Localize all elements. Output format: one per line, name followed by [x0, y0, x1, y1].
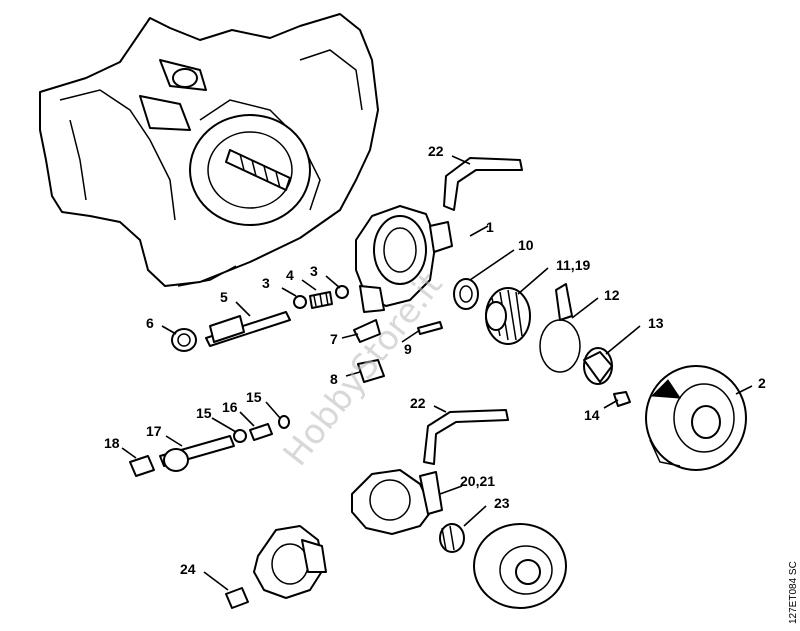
plug-part-24	[225, 587, 249, 609]
plunger-part-5	[205, 311, 291, 347]
washer-part-3b	[335, 285, 349, 299]
callout-8: 8	[330, 371, 338, 387]
pin-part-9	[417, 321, 443, 335]
callout-15-left: 15	[196, 405, 212, 421]
pump-plunger-part-17	[159, 435, 235, 472]
oil-pump-housing	[355, 205, 453, 313]
callout-17: 17	[146, 423, 162, 439]
callout-4: 4	[286, 267, 294, 283]
spring-part-16	[249, 423, 273, 441]
callout-15-right: 15	[246, 389, 262, 405]
callout-12: 12	[604, 287, 620, 303]
washer-part-10	[453, 278, 479, 310]
callout-14: 14	[584, 407, 600, 423]
washer-part-15a	[233, 429, 247, 443]
oil-pump-part-20-21	[351, 469, 443, 535]
callout-6: 6	[146, 315, 154, 331]
callout-24: 24	[180, 561, 196, 577]
callout-22-lower: 22	[410, 395, 426, 411]
callout-18: 18	[104, 435, 120, 451]
worm-gear-part-11-19	[485, 287, 531, 345]
plug-part-6	[171, 328, 197, 352]
callout-5: 5	[220, 289, 228, 305]
crankcase-housing	[39, 13, 379, 287]
oil-hose-lower	[423, 409, 509, 465]
callout-23: 23	[494, 495, 510, 511]
callout-7: 7	[330, 331, 338, 347]
callout-9: 9	[404, 341, 412, 357]
oil-hose-upper	[443, 157, 523, 211]
callout-3-right: 3	[310, 263, 318, 279]
leader-lines	[121, 155, 753, 591]
callout-1: 1	[486, 219, 494, 235]
callout-11-19: 11,19	[556, 257, 590, 273]
callout-labels: 22 1 10 11,19 12 13 2 14 3 4 3 5 6 7 8 9…	[104, 143, 766, 577]
callout-22-upper: 22	[428, 143, 444, 159]
washer-part-15b	[278, 415, 290, 429]
oil-pump-cover	[253, 525, 327, 599]
callout-13: 13	[648, 315, 664, 331]
callout-2: 2	[758, 375, 766, 391]
callout-20-21: 20,21	[460, 473, 495, 489]
clutch-drum-part-2	[645, 365, 747, 471]
fitting-part-8	[357, 359, 385, 383]
callout-10: 10	[518, 237, 534, 253]
washer-part-3a	[293, 295, 307, 309]
spring-clip-part-12	[539, 283, 581, 373]
screw-part-14	[613, 391, 631, 407]
bushing-part-13	[583, 347, 613, 385]
worm-gear-part-23	[439, 523, 465, 553]
bracket-part-7	[353, 319, 381, 343]
end-cap-part-18	[129, 455, 155, 477]
callout-3-left: 3	[262, 275, 270, 291]
clutch-drum-lower	[473, 523, 567, 609]
spring-part-4	[309, 291, 333, 309]
callout-16: 16	[222, 399, 238, 415]
document-reference: 127ET084 SC	[788, 561, 799, 624]
